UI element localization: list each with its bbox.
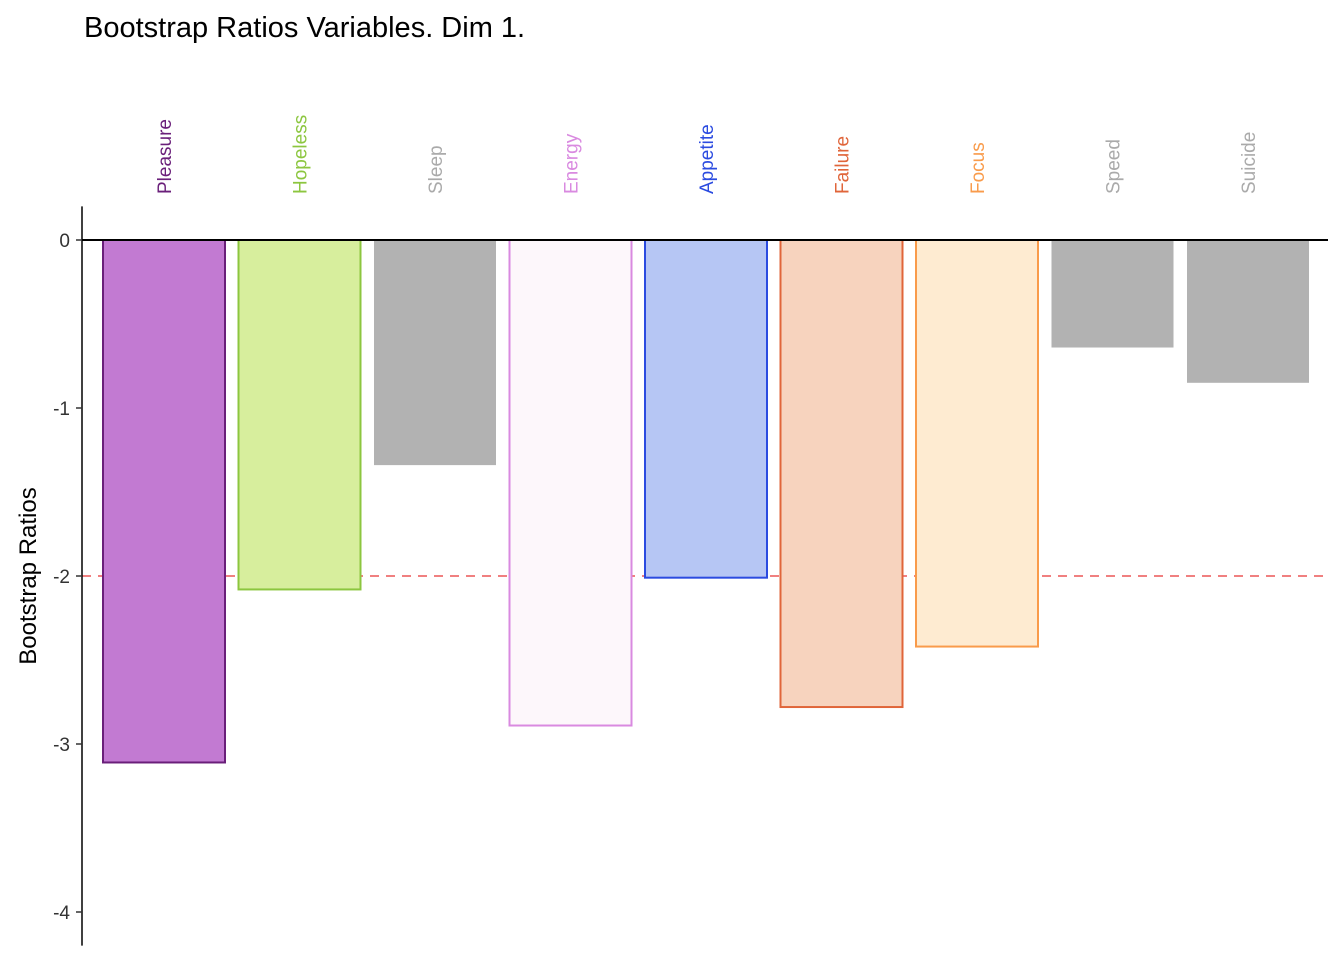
bar-label-sleep: Sleep [426, 145, 447, 194]
bar-label-energy: Energy [562, 133, 583, 194]
y-tick-label: -4 [53, 903, 70, 924]
y-tick-label: -1 [53, 399, 70, 420]
y-axis-title: Bootstrap Ratios [15, 487, 42, 664]
bar-label-failure: Failure [833, 136, 854, 194]
bar-suicide [1187, 240, 1309, 383]
bar-appetite [644, 239, 768, 579]
bar-hopeless [237, 239, 362, 591]
bar-label-suicide: Suicide [1239, 132, 1260, 194]
bar-label-appetite: Appetite [697, 124, 718, 194]
bar-energy [508, 239, 633, 727]
y-tick-label: -3 [53, 735, 70, 756]
bar-label-pleasure: Pleasure [155, 119, 176, 194]
bar-label-speed: Speed [1104, 139, 1125, 194]
y-tick-label: 0 [59, 231, 70, 252]
bar-speed [1051, 240, 1174, 348]
y-tick-label: -2 [53, 567, 70, 588]
bar-pleasure [102, 239, 226, 764]
bar-label-focus: Focus [968, 142, 989, 194]
bar-focus [915, 239, 1039, 648]
bar-sleep [374, 240, 496, 466]
bar-label-hopeless: Hopeless [291, 115, 312, 194]
bar-failure [779, 239, 904, 709]
chart-title: Bootstrap Ratios Variables. Dim 1. [84, 12, 526, 44]
